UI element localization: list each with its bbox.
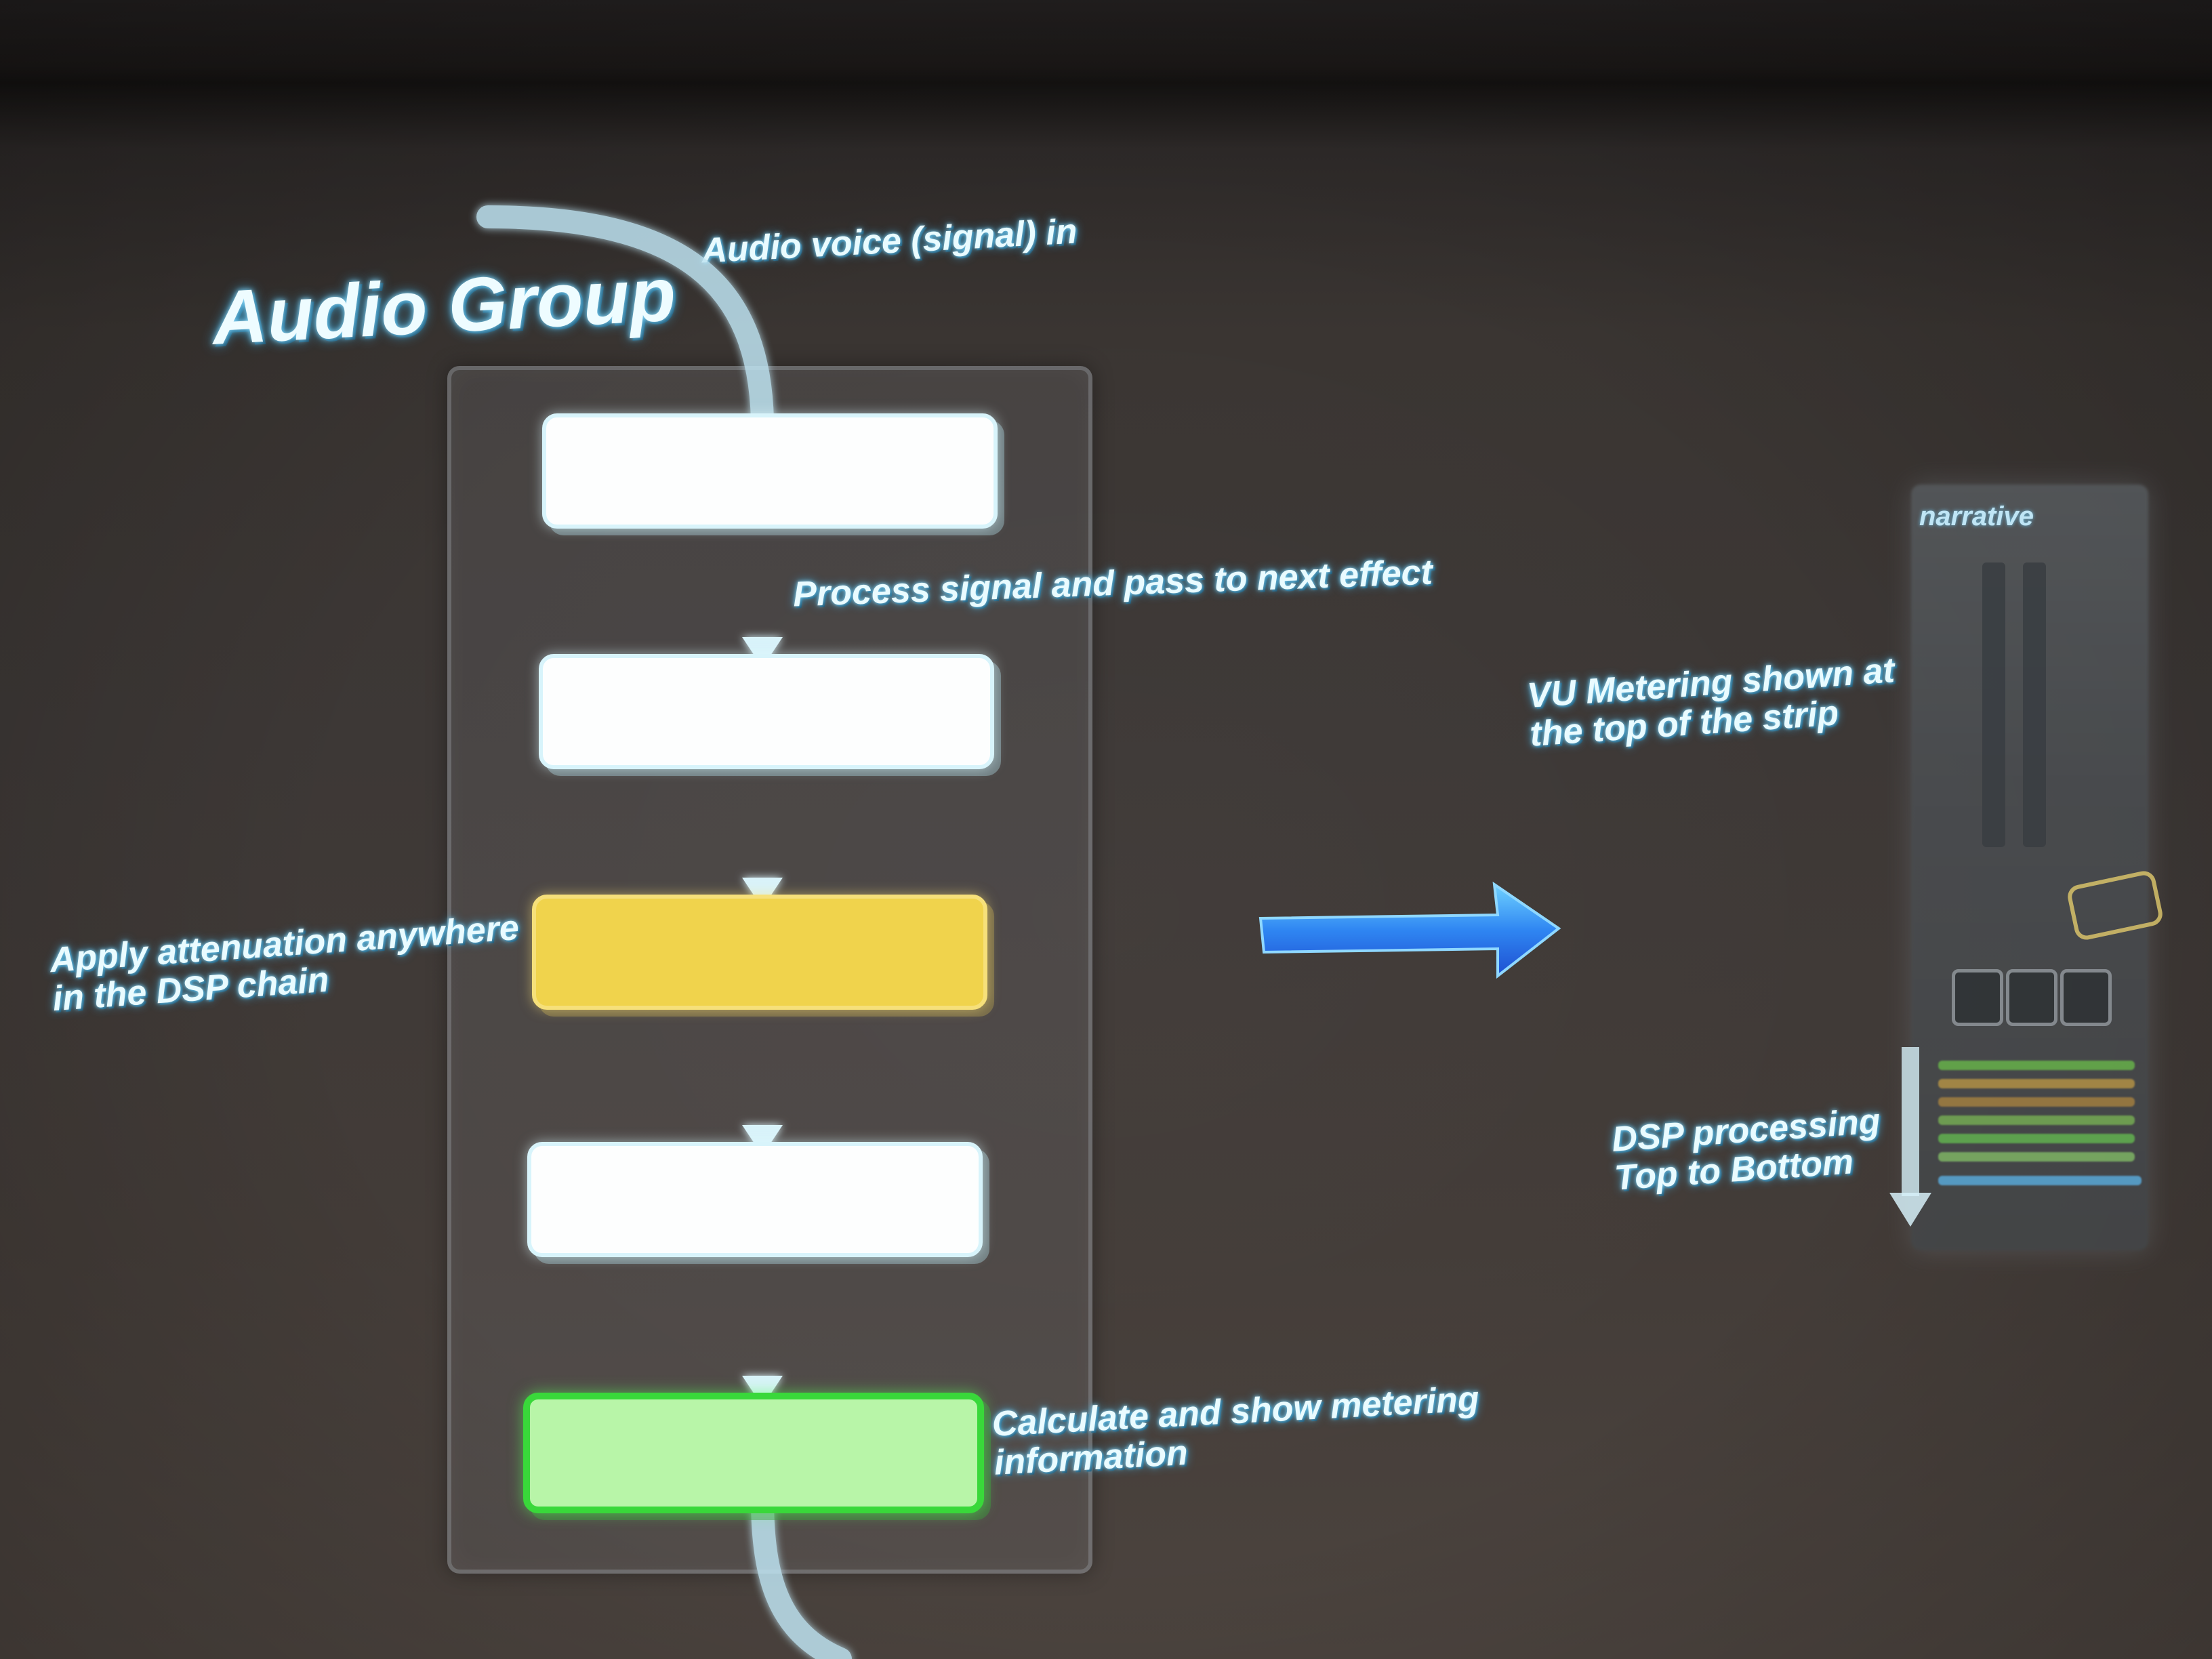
strip-title: narrative xyxy=(1919,501,2034,531)
dsp-annotation: DSP processing Top to Bottom xyxy=(1610,1101,1882,1198)
dsp-row-3 xyxy=(1938,1097,2135,1107)
dsp-row-1 xyxy=(1938,1061,2135,1070)
dsp-row-6 xyxy=(1938,1152,2135,1162)
dsp-row-4 xyxy=(1938,1115,2135,1125)
input-label: Audio voice (signal) in xyxy=(700,211,1078,271)
vu-meter-left xyxy=(1982,562,2005,847)
strip-button-2 xyxy=(2006,969,2057,1026)
down-arrow-icon xyxy=(1889,1047,1931,1227)
dsp-block-4 xyxy=(527,1142,983,1257)
vu-meter-right xyxy=(2023,562,2046,847)
vu-annotation: VU Metering shown at the top of the stri… xyxy=(1525,651,1896,754)
dsp-row-7 xyxy=(1938,1176,2142,1185)
dsp-row-5 xyxy=(1938,1134,2135,1143)
attenuation-block xyxy=(532,895,987,1010)
metering-block xyxy=(523,1393,984,1513)
diagram-title: Audio Group xyxy=(210,251,678,361)
strip-button-3 xyxy=(2060,969,2112,1026)
strip-button-1 xyxy=(1952,969,2003,1026)
dsp-block-1 xyxy=(542,413,998,529)
dsp-row-2 xyxy=(1938,1079,2135,1088)
dsp-block-2 xyxy=(539,654,994,769)
right-arrow-icon xyxy=(1258,881,1561,979)
